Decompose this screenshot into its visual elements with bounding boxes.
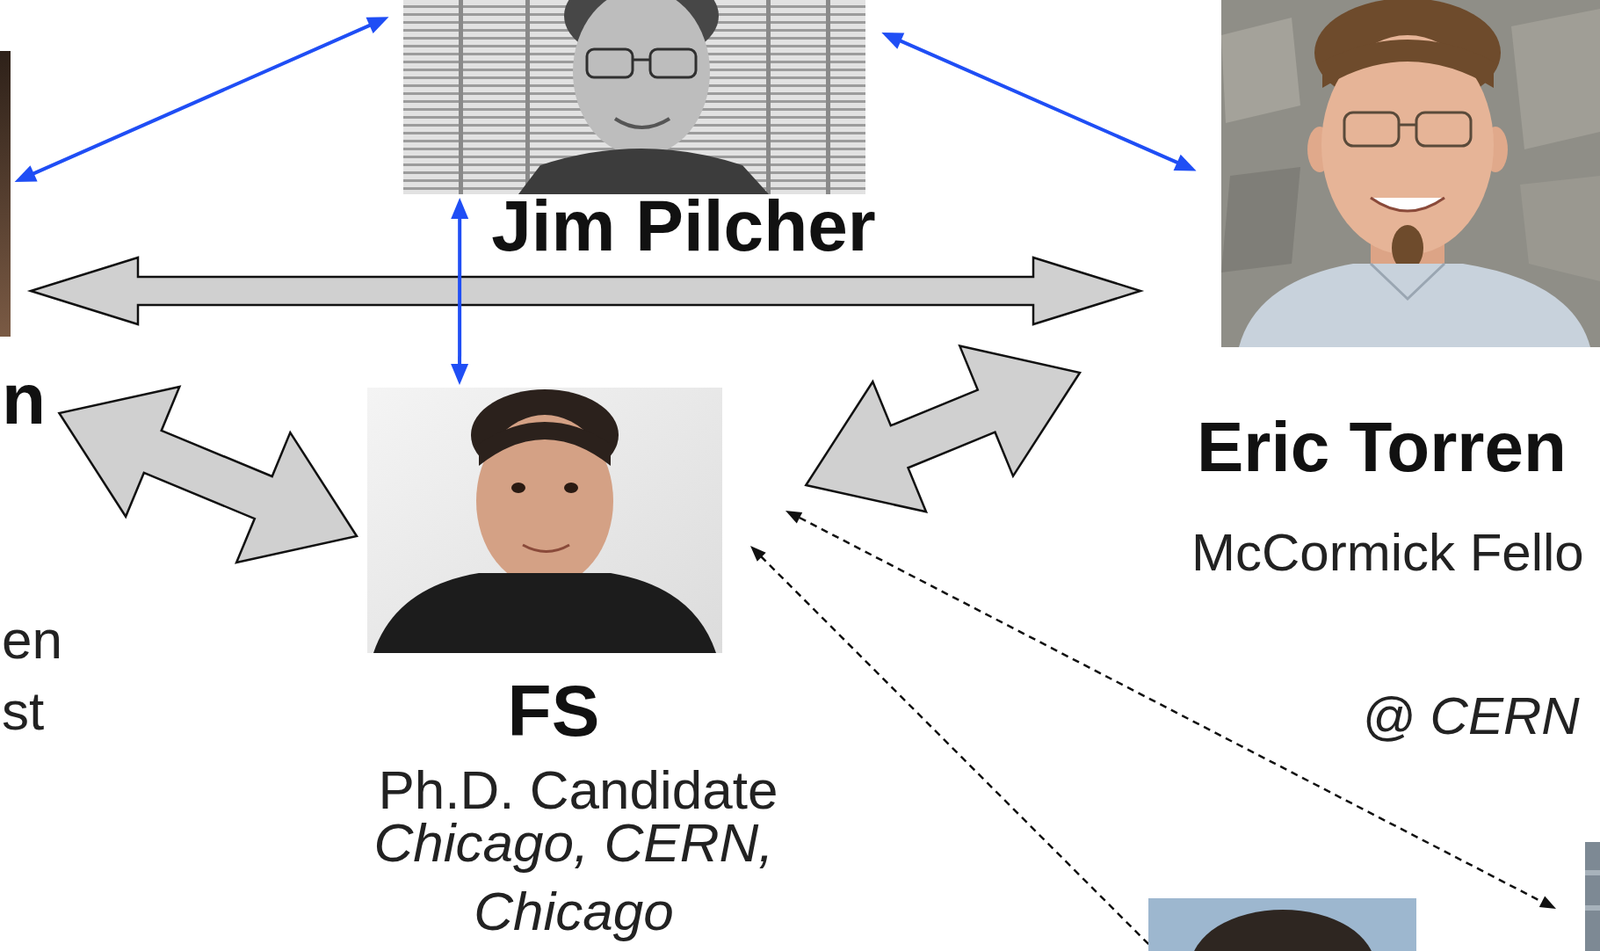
arrow-line <box>898 40 1179 164</box>
block-arrow <box>58 386 357 563</box>
person-name: Jim Pilcher <box>419 189 948 262</box>
arrow-line <box>457 217 462 366</box>
block-arrow-shape <box>805 346 1080 513</box>
portrait-photo <box>367 387 723 653</box>
blue-arrow <box>450 197 469 385</box>
portrait-photo <box>403 0 866 195</box>
block-arrow-shape <box>30 257 1141 325</box>
portrait-node: Jim Pilcher <box>403 0 866 195</box>
portrait-photo <box>0 50 11 337</box>
person-name: FS <box>289 674 818 747</box>
arrow-head <box>14 165 38 182</box>
portrait-photo <box>1585 841 1600 951</box>
person-name: Eric Torren <box>1196 412 1567 483</box>
blue-arrow <box>14 16 390 182</box>
portrait-node: Eric TorrenMcCormick Fello@ CERN <box>1221 0 1600 348</box>
person-detail: @ CERN <box>1361 689 1580 743</box>
block-arrow <box>805 346 1080 513</box>
blue-arrow <box>881 32 1196 172</box>
portrait-node: FSPh.D. CandidateChicago, CERN, Chicago <box>367 387 723 653</box>
arrow-head <box>450 363 469 385</box>
person-name: n <box>1 362 46 435</box>
person-detail: McCormick Fello <box>1191 526 1585 580</box>
block-arrow-shape <box>58 386 357 563</box>
portrait-photo <box>1221 0 1600 348</box>
block-arrow <box>30 257 1141 325</box>
arrow-line <box>32 24 372 174</box>
person-detail: en st <box>1 603 63 746</box>
portrait-photo <box>1148 897 1417 951</box>
arrow-head <box>1173 154 1197 172</box>
person-detail: Ph.D. Candidate <box>314 762 842 818</box>
arrow-head <box>450 197 469 219</box>
dashed-arrow <box>750 545 1160 951</box>
portrait-node: nen st <box>0 50 11 337</box>
person-detail: Chicago, CERN, Chicago <box>362 808 785 946</box>
arrow-head <box>366 16 390 34</box>
arrow-head <box>881 32 905 50</box>
